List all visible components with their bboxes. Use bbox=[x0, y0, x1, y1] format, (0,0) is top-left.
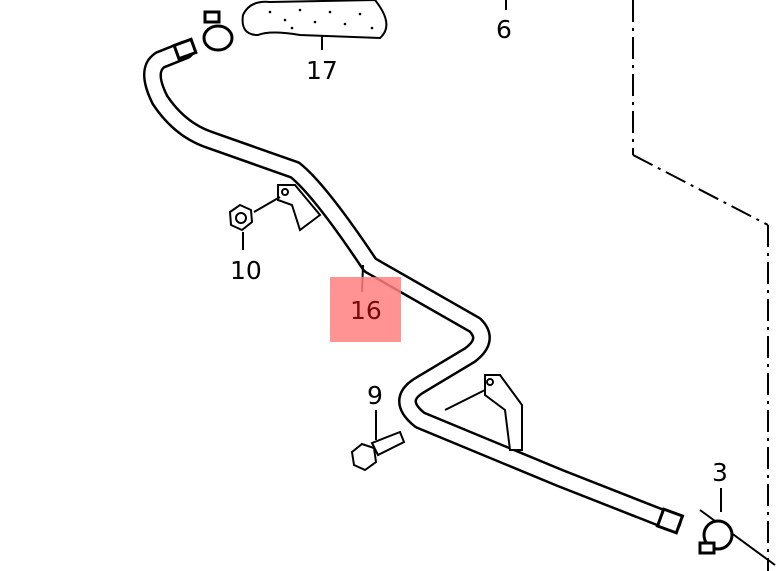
callout-16[interactable]: 16 bbox=[350, 296, 382, 325]
callout-17[interactable]: 17 bbox=[306, 56, 338, 85]
bracket-lower bbox=[444, 374, 523, 451]
callout-9[interactable]: 9 bbox=[367, 381, 383, 410]
callout-6[interactable]: 6 bbox=[496, 15, 512, 44]
hose-part-16[interactable] bbox=[143, 40, 682, 532]
nut-part-10[interactable] bbox=[228, 196, 281, 250]
bolt-part-9[interactable] bbox=[350, 410, 406, 472]
hose-part-17[interactable] bbox=[241, 0, 388, 50]
callout-10[interactable]: 10 bbox=[230, 256, 262, 285]
callout-3[interactable]: 3 bbox=[712, 458, 728, 487]
assembly-boundary bbox=[632, 0, 776, 571]
highlight-box bbox=[330, 277, 401, 342]
hose-clamp-top[interactable] bbox=[172, 10, 234, 61]
bracket-upper bbox=[277, 184, 322, 232]
hose-clamp-bottom[interactable] bbox=[655, 488, 734, 555]
